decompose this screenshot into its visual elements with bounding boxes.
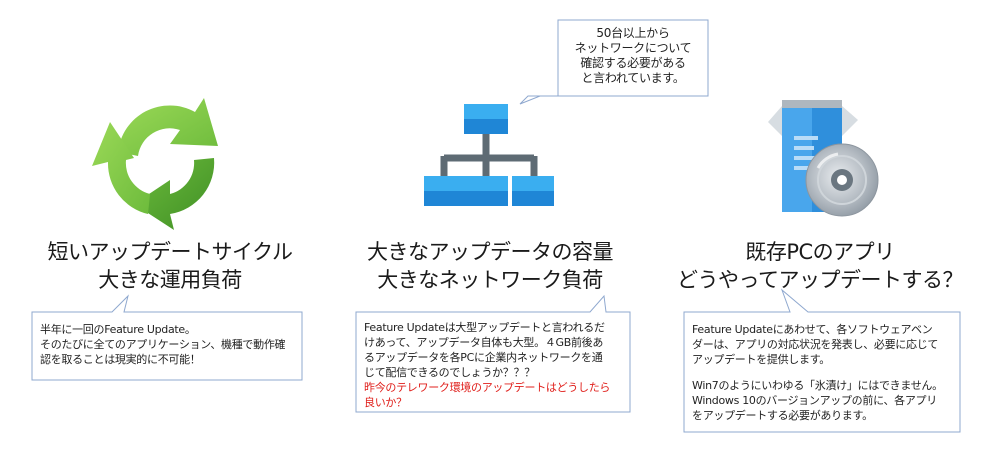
title-line: 短いアップデートサイクル xyxy=(47,240,293,264)
callout-emphasis-line: 良いか？ xyxy=(364,396,407,409)
callout-line: ダーは、アプリの対応状況を発表し、必要に応じて xyxy=(692,338,939,351)
callout-3: Feature Updateにあわせて、各ソフトウェアベン ダーは、アプリの対応… xyxy=(692,322,956,423)
title-line: 大きなネットワーク負荷 xyxy=(377,268,603,292)
callout-line: Feature Updateは大型アップデートと言われるだ xyxy=(364,321,605,334)
callout-line: 認を取ることは現実的に不可能！ xyxy=(40,353,201,366)
callout-line: じて配信できるのでしょうか？？？ xyxy=(364,366,535,379)
title-line: 既存PCのアプリ xyxy=(745,240,895,264)
callout-line: けあって、アップデータ自体も大型。４GB前後あ xyxy=(364,336,604,349)
callout-line: そのたびに全てのアプリケーション、機種で動作確 xyxy=(40,338,286,351)
top-callout-line: と言われています。 xyxy=(581,71,685,85)
top-callout-line: ネットワークについて xyxy=(574,41,692,55)
callout-1: 半年に一回のFeature Update。 そのたびに全てのアプリケーション、機… xyxy=(40,322,298,367)
callout-shape-2 xyxy=(355,294,631,413)
callout-line: アップデートを提供します。 xyxy=(692,353,830,366)
recycle-arrows-icon xyxy=(92,98,218,230)
callout-emphasis-line: 昨今のテレワーク環境のアップデートはどうしたら xyxy=(364,381,611,394)
section-title-3: 既存PCのアプリ どうやってアップデートする？ xyxy=(660,238,980,294)
section-title-2: 大きなアップデータの容量 大きなネットワーク負荷 xyxy=(340,238,640,294)
callout-line: るアップデータを各PCに企業内ネットワークを通 xyxy=(364,351,603,364)
title-line: 大きな運用負荷 xyxy=(98,268,242,292)
top-callout-shape xyxy=(519,19,709,105)
callout-line: 半年に一回のFeature Update。 xyxy=(40,323,196,336)
network-hierarchy-icon xyxy=(424,104,554,206)
title-line: どうやってアップデートする？ xyxy=(677,268,963,292)
callout-shape-3 xyxy=(683,288,961,433)
callout-line: Win7のようにいわゆる「氷漬け」にはできません。 xyxy=(692,379,943,392)
top-callout: 50台以上から ネットワークについて 確認する必要がある と言われています。 xyxy=(560,26,706,86)
title-line: 大きなアップデータの容量 xyxy=(367,240,614,264)
callout-line: をアップデートする必要があります。 xyxy=(692,409,873,422)
callout-shape-1 xyxy=(31,294,303,381)
software-box-cd-icon xyxy=(768,100,879,217)
callout-line: Windows 10のバージョンアップの前に、各アプリ xyxy=(692,394,937,407)
section-title-1: 短いアップデートサイクル 大きな運用負荷 xyxy=(20,238,320,294)
top-callout-line: 確認する必要がある xyxy=(580,56,686,70)
callout-line: Feature Updateにあわせて、各ソフトウェアベン xyxy=(692,323,933,336)
callout-2: Feature Updateは大型アップデートと言われるだ けあって、アップデー… xyxy=(364,320,626,410)
top-callout-line: 50台以上から xyxy=(596,26,670,40)
